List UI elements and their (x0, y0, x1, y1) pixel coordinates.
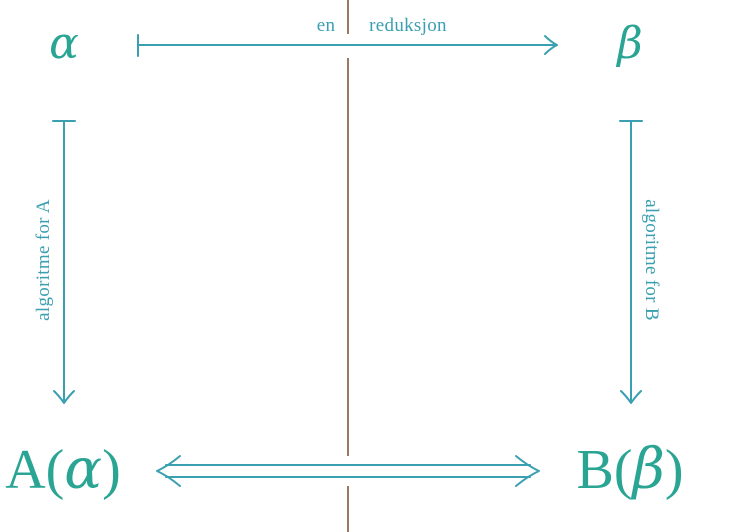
equivalence-arrow (156, 455, 540, 487)
node-beta: β (615, 18, 642, 69)
reduction-label-en: en (317, 15, 336, 36)
algorithm-b-arrow (619, 120, 643, 404)
node-b-prefix: B( (576, 439, 632, 501)
node-a-of-alpha: A(α) (5, 437, 121, 502)
node-b-of-beta: B(β) (576, 437, 683, 502)
node-a-suffix: ) (102, 439, 121, 501)
reduction-arrow (137, 34, 558, 57)
node-b-suffix: ) (665, 439, 684, 501)
algorithm-a-arrow (52, 120, 76, 404)
node-b-var: β (630, 437, 664, 502)
reduction-label-reduksjon: reduksjon (369, 15, 447, 36)
node-alpha: α (49, 18, 79, 69)
node-a-prefix: A( (5, 439, 64, 501)
node-a-var: α (64, 437, 102, 502)
algorithm-b-label: algoritme for B (641, 199, 662, 321)
algorithm-a-label: algoritme for A (33, 199, 54, 321)
